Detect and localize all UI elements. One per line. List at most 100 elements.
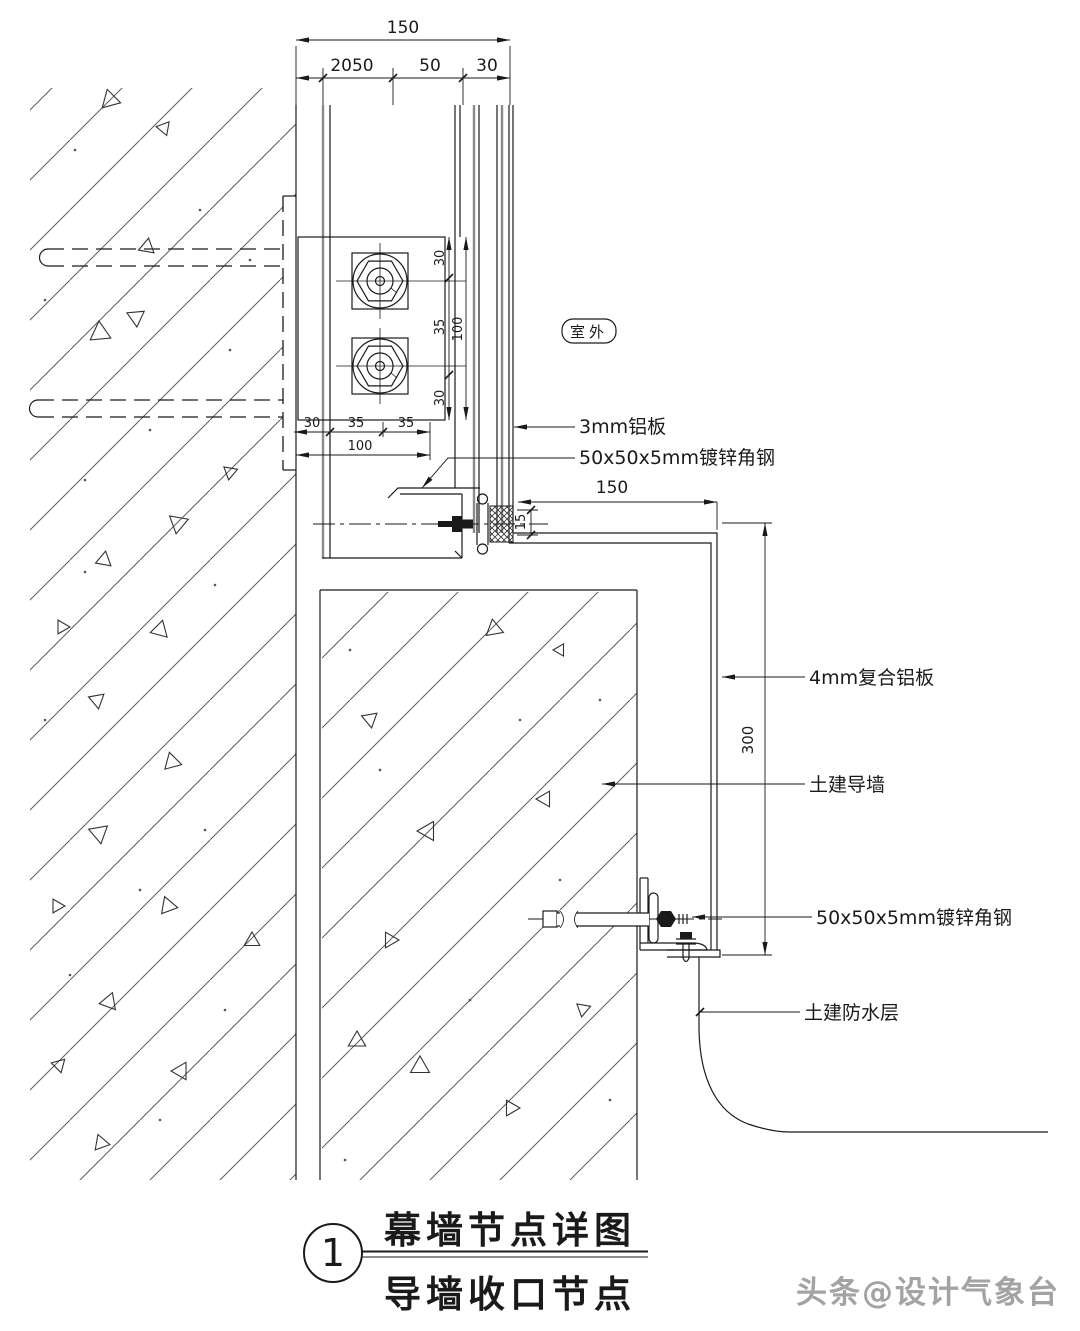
curb-hatch — [322, 592, 637, 1180]
wall-hatch — [30, 88, 296, 1180]
dimension-top: 150 2050 50 30 — [295, 18, 511, 105]
annotation-leaders: 3mm铝板 50x50x5mm镀锌角钢 4mm复合铝板 土建导墙 50x50x5… — [421, 416, 1012, 1024]
label-angle-top: 50x50x5mm镀锌角钢 — [579, 447, 775, 469]
mid-anchor-bolt — [438, 516, 473, 532]
aggregate-dot — [598, 698, 602, 702]
aggregate-dot — [223, 1008, 227, 1012]
watermark: 头条@设计气象台 — [796, 1275, 1060, 1311]
dim-plate-row3: 30 — [433, 390, 448, 407]
panel-bottom-plate — [667, 949, 721, 958]
aggregate-dot — [148, 428, 152, 432]
angle-flashing — [387, 487, 480, 499]
aggregate-dot — [43, 718, 47, 722]
aggregate-triangle — [534, 790, 551, 808]
label-curb-wall: 土建导墙 — [809, 774, 885, 796]
aggregate-triangle — [149, 619, 168, 638]
mid-anchor-assembly — [313, 493, 548, 555]
label-angle-bottom: 50x50x5mm镀锌角钢 — [816, 907, 1012, 929]
anchor-bolt-lower — [336, 328, 466, 404]
dim-plate-col1: 30 — [304, 416, 321, 431]
room-tag-label: 室外 — [570, 323, 608, 341]
panel-inner — [509, 542, 712, 950]
left-concrete-wall — [28, 88, 297, 1180]
aggregate-dot — [83, 570, 87, 574]
aggregate-dot — [138, 888, 142, 892]
aggregate-triangle — [223, 466, 239, 481]
rebar-band-upper — [38, 248, 283, 267]
aggregate-triangle — [160, 895, 179, 915]
aggregate-triangle — [57, 619, 72, 635]
aggregate-dot — [348, 648, 352, 652]
dim-plate-width: 100 — [348, 439, 373, 454]
dim-top-seg1: 2050 — [330, 56, 373, 76]
dim-plate-row1: 30 — [433, 250, 448, 267]
aggregate-triangle — [87, 693, 105, 710]
aggregate-triangle — [50, 1058, 66, 1074]
aggregate-dot — [158, 1118, 162, 1122]
aggregate-triangle — [169, 1061, 187, 1081]
aggregate-dot — [558, 878, 562, 882]
dim-top-seg3: 30 — [476, 56, 498, 76]
title-block: 1 幕墙节点详图 导墙收口节点 — [303, 1209, 648, 1316]
aggregate-dot — [68, 973, 72, 977]
aggregate-triangle — [384, 931, 401, 949]
dim-plate-col2: 35 — [348, 416, 365, 431]
aggregate-triangle — [505, 1099, 522, 1117]
aggregate-triangle — [576, 1003, 592, 1018]
aggregate-triangle — [125, 310, 146, 329]
curb-wall — [319, 589, 638, 1180]
aggregate-dot — [213, 583, 217, 587]
dim-plate-col3: 35 — [398, 416, 415, 431]
aggregate-dot — [43, 298, 47, 302]
aggregate-triangle — [155, 121, 170, 137]
panel-outer — [513, 532, 718, 950]
aggregate-triangle — [87, 825, 109, 845]
aggregate-triangle — [137, 237, 155, 254]
dim-top-total: 150 — [387, 18, 419, 38]
aggregate-dot — [343, 1158, 347, 1162]
aggregate-triangle — [551, 642, 565, 658]
dim-plate-row2: 35 — [433, 319, 448, 336]
aggregate-dot — [83, 478, 87, 482]
dimension-plate-bottom: 30 35 35 100 — [294, 416, 431, 460]
dim-drop300: 300 — [739, 726, 757, 755]
waterproofing — [698, 957, 1048, 1133]
aggregate-triangle — [89, 319, 112, 341]
aggregate-dot — [468, 998, 472, 1002]
aggregate-triangle — [415, 820, 435, 842]
aggregate-triangle — [409, 1054, 431, 1074]
aggregate-dot — [198, 208, 202, 212]
aggregate-dot — [608, 1098, 612, 1102]
aggregate-triangle — [101, 88, 122, 109]
embed-plate — [297, 236, 446, 421]
dim-offset15: 15 — [514, 514, 529, 531]
bottom-anchor-bolt — [542, 910, 688, 929]
label-waterproof: 土建防水层 — [804, 1002, 899, 1024]
embed-plate-assembly — [297, 236, 466, 421]
sealant-block — [489, 505, 514, 543]
aggregate-triangle — [94, 550, 112, 567]
aggregate-triangle — [94, 1133, 111, 1151]
label-alum-4mm: 4mm复合铝板 — [809, 667, 934, 689]
anchor-bolt-upper — [336, 243, 466, 319]
aggregate-triangle — [98, 991, 117, 1011]
title-main: 幕墙节点详图 — [383, 1209, 636, 1252]
aggregate-symbols — [43, 88, 612, 1162]
dim-offset150: 150 — [596, 478, 628, 498]
aggregate-dot — [378, 768, 382, 772]
mullion-frame — [321, 105, 514, 559]
aggregate-triangle — [360, 712, 378, 729]
embed-zone-mask — [283, 196, 296, 470]
dimension-plate-right: 30 35 30 100 — [433, 237, 469, 420]
aggregate-dot — [73, 148, 77, 152]
detail-number-circle — [303, 1223, 363, 1283]
aggregate-dot — [228, 348, 232, 352]
room-tag: 室外 — [561, 318, 617, 344]
detail-number: 1 — [321, 1231, 345, 1275]
aggregate-triangle — [485, 618, 505, 637]
dim-top-seg2: 50 — [419, 56, 441, 76]
dim-plate-height: 100 — [451, 317, 466, 342]
waterproof-curve — [698, 1029, 790, 1133]
